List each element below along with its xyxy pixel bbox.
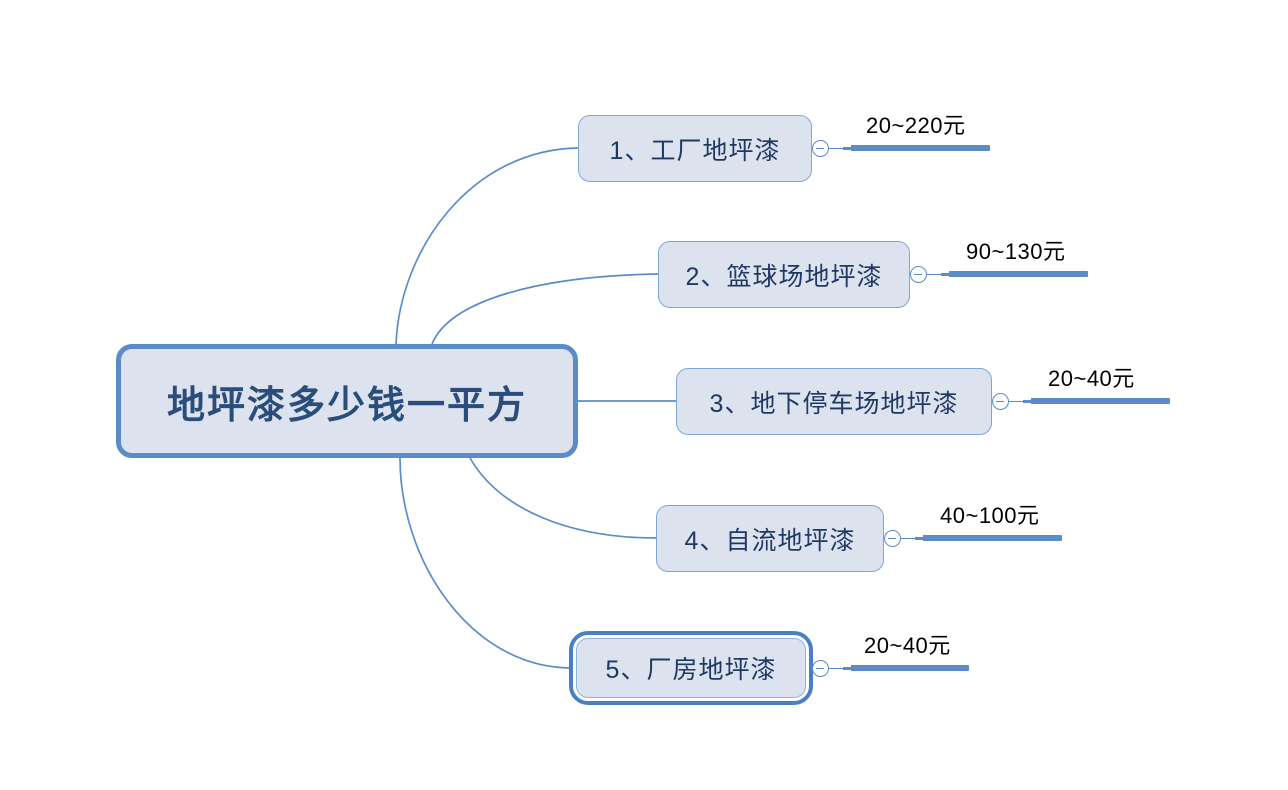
value-stub-1: [829, 147, 843, 150]
edge-to-branch-1: [395, 147, 579, 345]
value-stub-4: [901, 537, 915, 540]
central-node-label: 地坪漆多少钱一平方: [166, 384, 527, 427]
edge-to-branch-4: [469, 457, 657, 539]
branch-node-1-label: 1、工厂地坪漆: [609, 136, 781, 165]
value-label-1: 20~220元: [866, 113, 966, 138]
value-bar-3: [1023, 398, 1170, 404]
branch-node-2[interactable]: 2、篮球场地坪漆: [658, 241, 910, 308]
collapse-toggle-icon-1[interactable]: [812, 140, 829, 157]
branch-node-1[interactable]: 1、工厂地坪漆: [578, 115, 812, 182]
value-label-5: 20~40元: [864, 633, 951, 658]
value-stub-5: [829, 667, 843, 670]
value-label-3: 20~40元: [1048, 366, 1135, 391]
edge-to-branch-2: [431, 273, 659, 345]
branch-node-4[interactable]: 4、自流地坪漆: [656, 505, 884, 572]
collapse-toggle-icon-5[interactable]: [812, 660, 829, 677]
branch-node-3-label: 3、地下停车场地坪漆: [709, 389, 959, 418]
edge-to-branch-5: [399, 457, 573, 669]
value-bar-5: [843, 665, 969, 671]
branch-node-5-label: 5、厂房地坪漆: [605, 656, 777, 684]
branch-node-3[interactable]: 3、地下停车场地坪漆: [676, 368, 992, 435]
branch-node-4-label: 4、自流地坪漆: [684, 526, 856, 555]
collapse-toggle-icon-4[interactable]: [884, 530, 901, 547]
collapse-toggle-icon-3[interactable]: [992, 393, 1009, 410]
value-stub-2: [927, 273, 941, 276]
value-label-4: 40~100元: [940, 503, 1040, 528]
branch-node-5[interactable]: 5、厂房地坪漆: [569, 631, 813, 705]
value-bar-2: [941, 271, 1088, 277]
branch-node-2-label: 2、篮球场地坪漆: [685, 262, 883, 291]
value-label-2: 90~130元: [966, 239, 1066, 264]
value-stub-3: [1009, 400, 1023, 403]
value-bar-4: [915, 535, 1062, 541]
value-bar-1: [843, 145, 990, 151]
collapse-toggle-icon-2[interactable]: [910, 266, 927, 283]
central-node[interactable]: 地坪漆多少钱一平方: [116, 344, 578, 458]
